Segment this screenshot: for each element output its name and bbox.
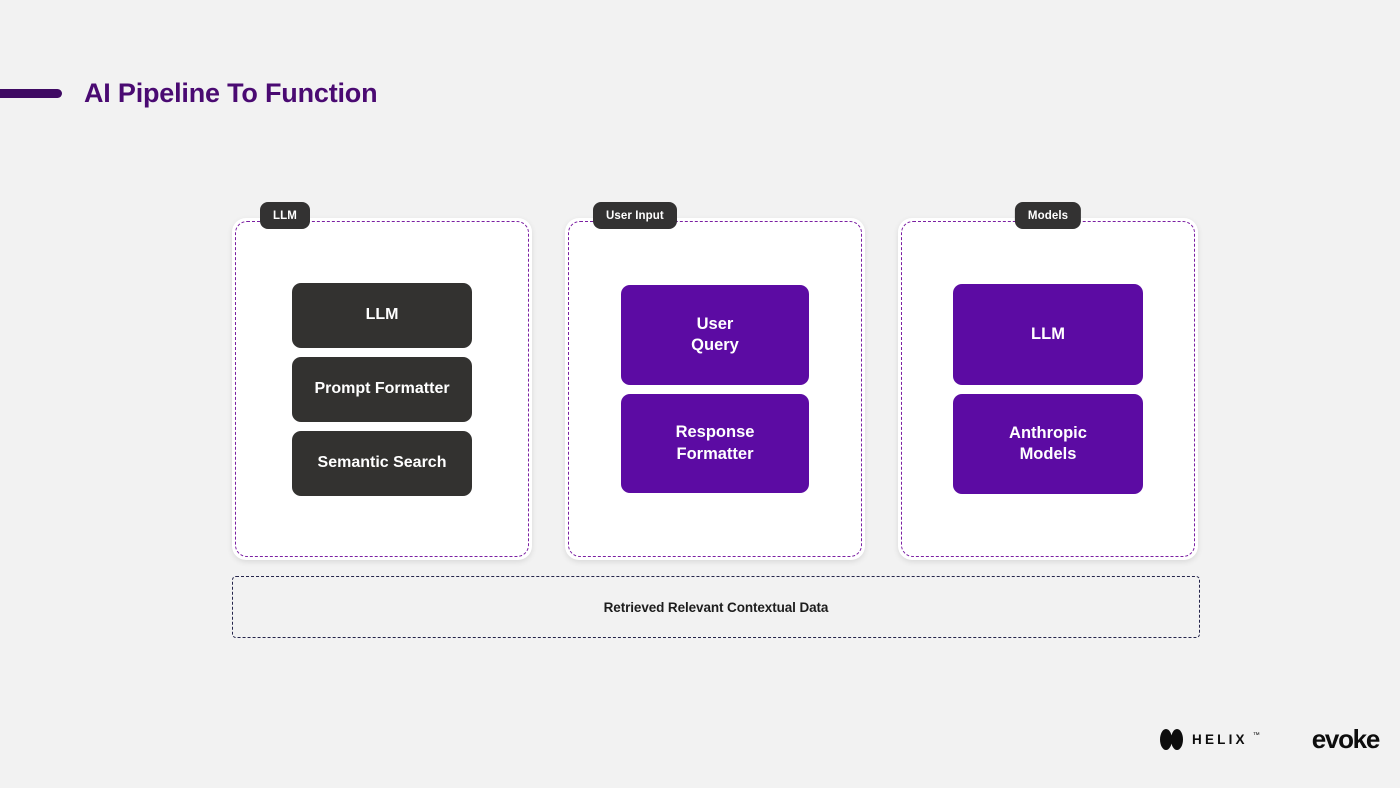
node-label: User Query [691,314,739,356]
panel-tag-models[interactable]: Models [1014,202,1082,229]
panel-tag-user-input[interactable]: User Input [593,202,677,229]
node-box[interactable]: LLM [953,284,1143,385]
node-label-line: Anthropic [1009,423,1087,442]
node-box[interactable]: Prompt Formatter [292,356,472,422]
node-label: Prompt Formatter [314,379,449,399]
helix-mark-icon [1160,728,1185,750]
node-label: Anthropic Models [1009,423,1087,465]
retrieved-context-bar[interactable]: Retrieved Relevant Contextual Data [232,576,1200,638]
node-label: Semantic Search [318,453,447,473]
title-accent-bar [0,89,62,98]
footer-logos: HELIX ™ evoke [1160,722,1381,756]
pipeline-panel-models[interactable]: Models LLM Anthropic Models [898,202,1198,560]
panel-node-stack: LLM Anthropic Models [898,218,1198,560]
node-label: LLM [1031,324,1065,345]
node-box[interactable]: Anthropic Models [953,394,1143,494]
node-label-line: LLM [1031,324,1065,343]
node-label-line: Prompt Formatter [314,379,450,397]
pipeline-diagram: LLM LLM Prompt Formatter Semantic Search [232,202,1200,638]
page-title: AI Pipeline To Function [84,78,378,108]
panel-node-stack: LLM Prompt Formatter Semantic Search [232,218,532,560]
panel-node-stack: User Query Response Formatter [565,218,865,560]
panel-tag-llm[interactable]: LLM [260,202,310,229]
evoke-logo: evoke [1311,724,1381,754]
node-label-line: Formatter [676,444,754,463]
node-label: LLM [366,305,399,325]
node-box[interactable]: Response Formatter [621,394,809,493]
pipeline-panel-user-input[interactable]: User Input User Query Response Formatter [565,202,865,560]
node-box[interactable]: LLM [292,282,472,348]
node-label-line: Models [1019,445,1077,463]
node-label-line: Semantic Search [317,453,447,471]
helix-wordmark: HELIX [1192,731,1248,747]
node-label-line: User [696,314,734,333]
trademark-icon: ™ [1252,731,1260,739]
pipeline-columns: LLM LLM Prompt Formatter Semantic Search [232,202,1198,560]
node-box[interactable]: Semantic Search [292,430,472,496]
node-box[interactable]: User Query [621,285,809,385]
pipeline-panel-llm[interactable]: LLM LLM Prompt Formatter Semantic Search [232,202,532,560]
node-label-line: Query [691,336,739,354]
node-label: Response Formatter [676,422,755,464]
helix-logo: HELIX ™ [1160,728,1260,750]
node-label-line: LLM [365,305,399,323]
retrieved-context-label: Retrieved Relevant Contextual Data [603,599,829,615]
node-label-line: Response [675,423,755,442]
